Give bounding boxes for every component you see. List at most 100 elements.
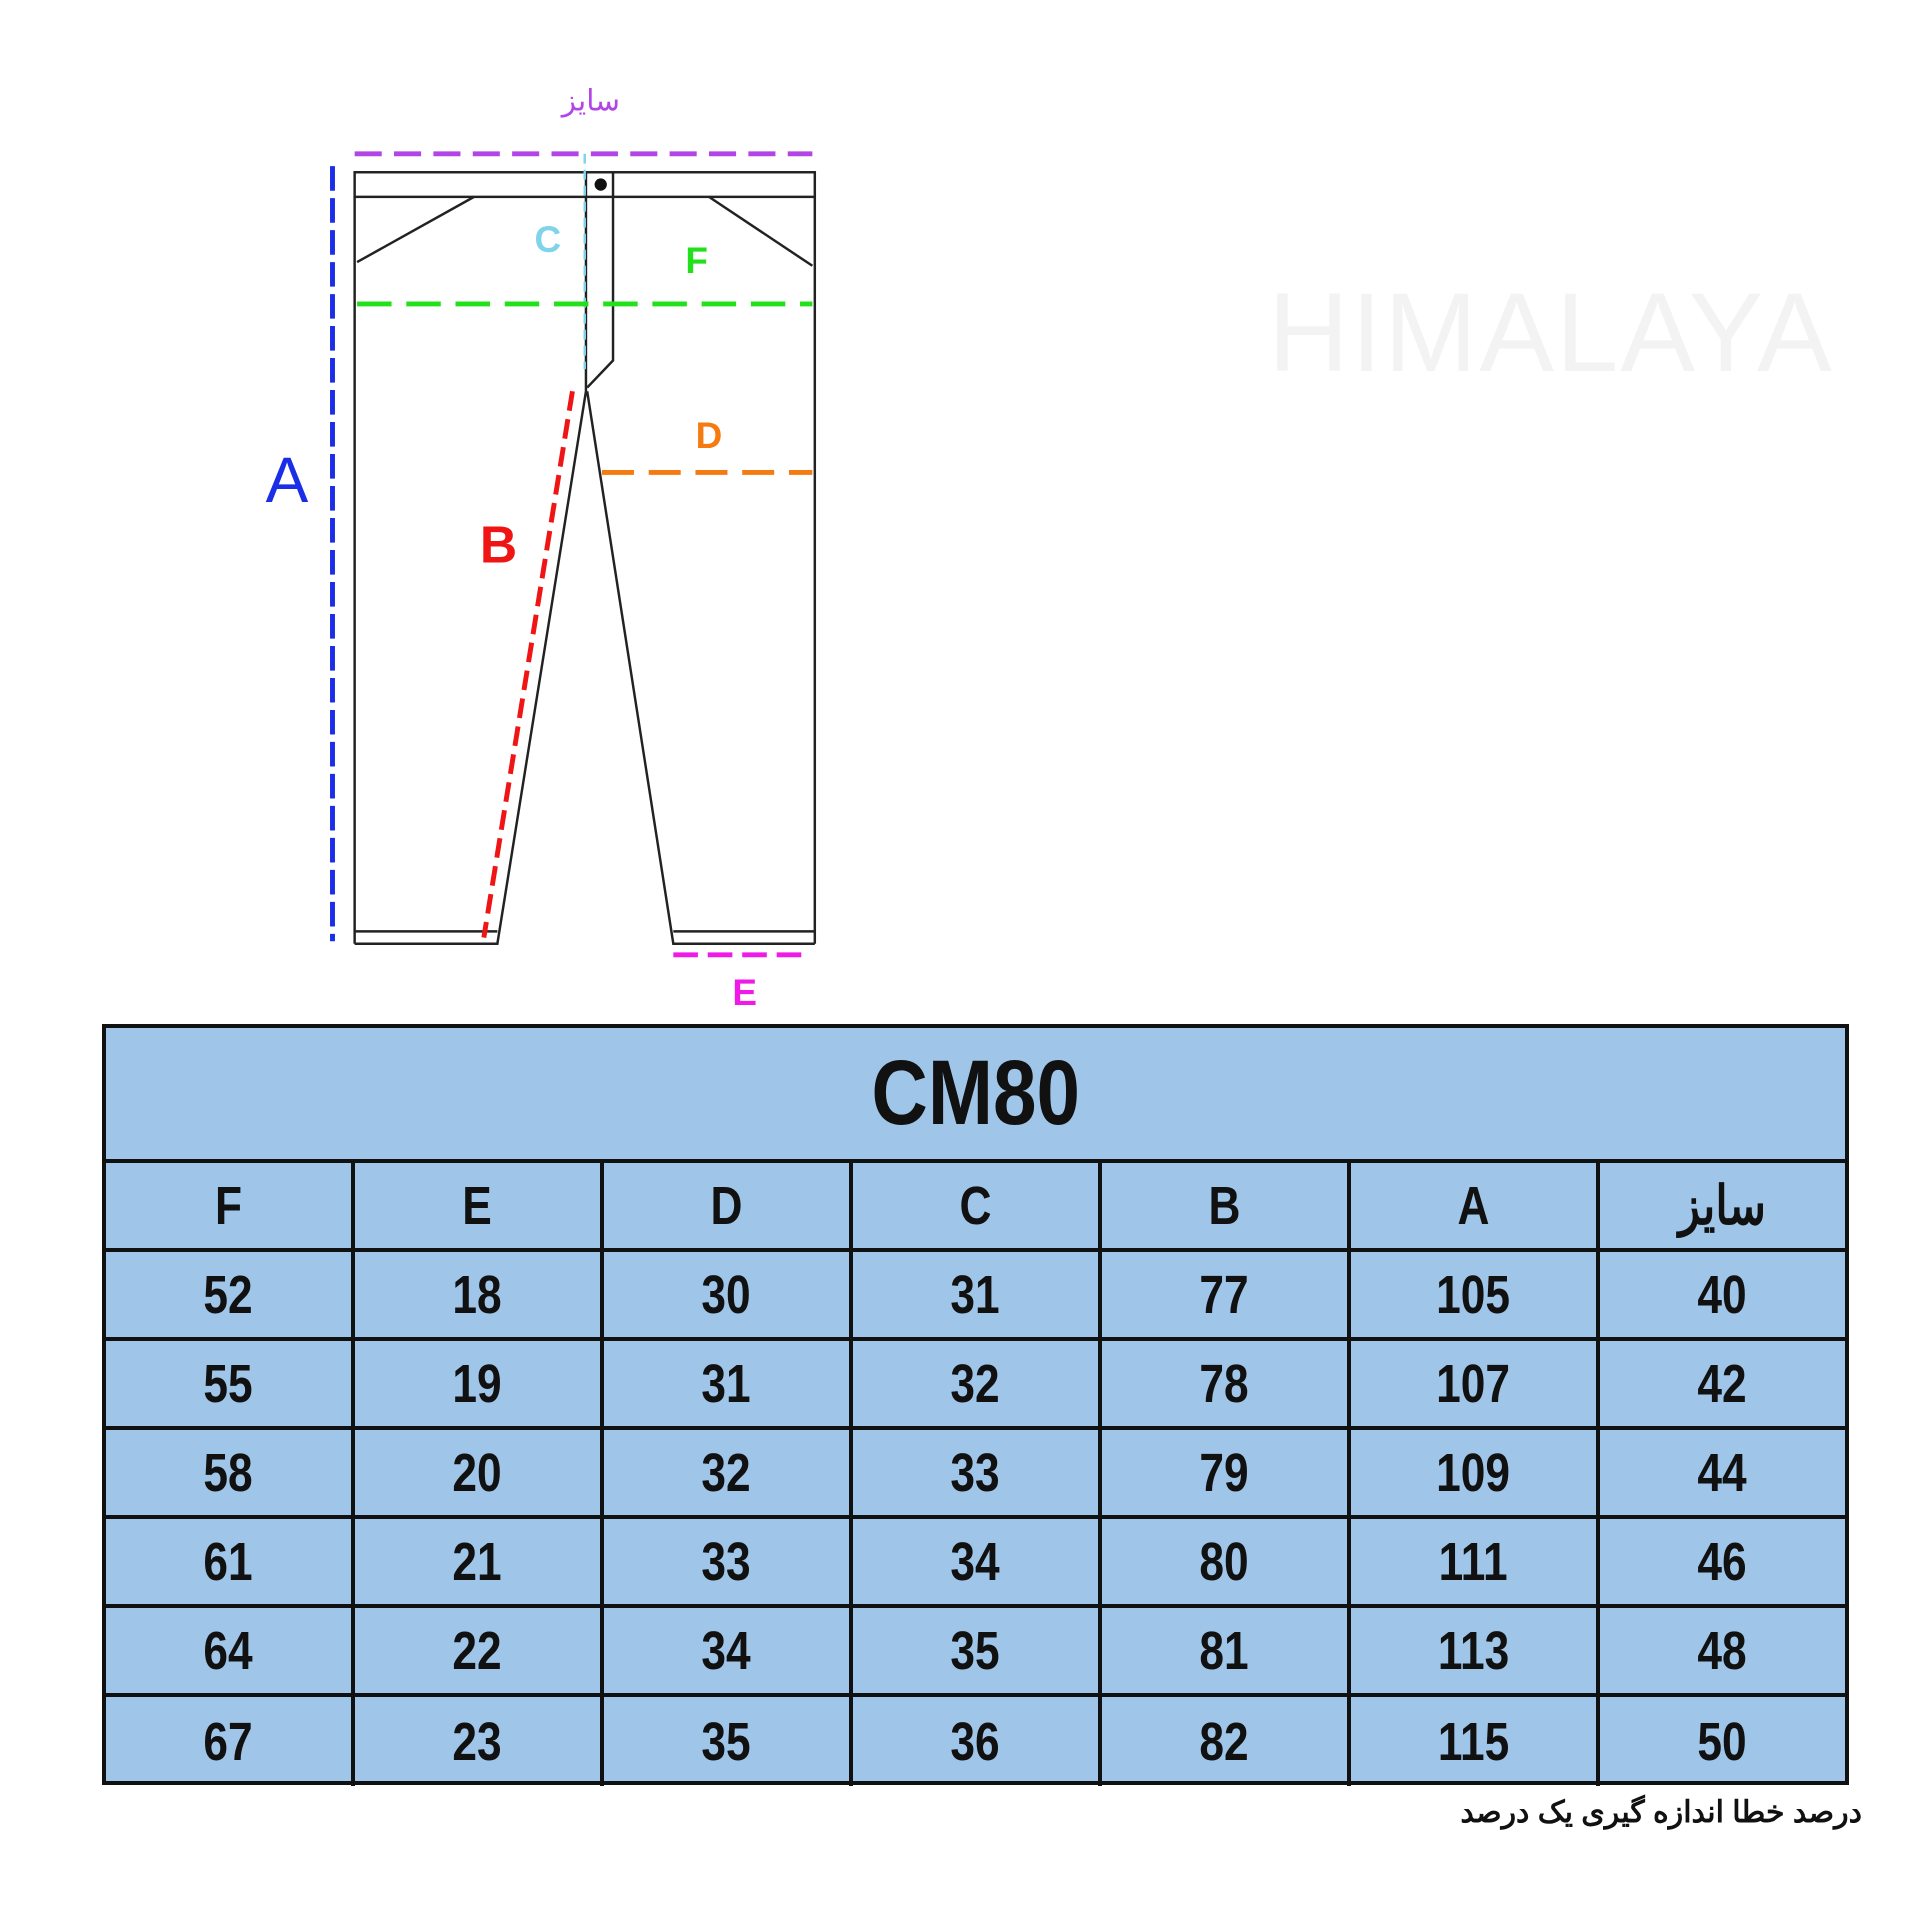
header-label: D	[710, 1175, 743, 1236]
table-cell: 107	[1351, 1341, 1600, 1426]
header-label: F	[214, 1175, 243, 1236]
header-label: A	[1457, 1175, 1490, 1236]
header-cell: سایز	[1600, 1163, 1845, 1248]
header-label: C	[959, 1175, 992, 1236]
cell-value: 46	[1697, 1531, 1748, 1592]
label-d: D	[696, 415, 723, 456]
cell-value: 48	[1697, 1620, 1748, 1681]
cell-value: 33	[701, 1531, 752, 1592]
table-row: 61 21 33 34 80 111 46	[106, 1519, 1845, 1608]
header-label: سایز	[1678, 1176, 1767, 1236]
table-cell: 82	[1102, 1697, 1351, 1786]
table-cell: 46	[1600, 1519, 1845, 1604]
label-c: C	[534, 219, 561, 260]
label-a: A	[266, 444, 309, 516]
table-cell: 33	[604, 1519, 853, 1604]
table-cell: 32	[604, 1430, 853, 1515]
button-icon	[594, 178, 607, 191]
cell-value: 81	[1199, 1620, 1250, 1681]
cell-value: 82	[1199, 1711, 1250, 1772]
cell-value: 109	[1436, 1442, 1511, 1503]
table-cell: 36	[853, 1697, 1102, 1786]
table-cell: 18	[355, 1252, 604, 1337]
header-cell: D	[604, 1163, 853, 1248]
table-cell: 77	[1102, 1252, 1351, 1337]
table-header-row: F E D C B A سایز	[106, 1163, 1845, 1252]
table-cell: 23	[355, 1697, 604, 1786]
cell-value: 21	[452, 1531, 503, 1592]
cell-value: 19	[452, 1353, 503, 1414]
b-measure-line	[481, 390, 575, 938]
table-cell: 33	[853, 1430, 1102, 1515]
table-cell: 40	[1600, 1252, 1845, 1337]
cell-value: 18	[452, 1264, 503, 1325]
header-cell: B	[1102, 1163, 1351, 1248]
table-cell: 55	[106, 1341, 355, 1426]
cell-value: 80	[1199, 1531, 1250, 1592]
table-cell: 111	[1351, 1519, 1600, 1604]
label-e: E	[732, 972, 757, 1013]
label-f: F	[685, 240, 708, 281]
measurement-error-note: درصد خطا اندازه گیری یک درصد	[1460, 1796, 1862, 1829]
table-cell: 48	[1600, 1608, 1845, 1693]
cell-value: 33	[950, 1442, 1001, 1503]
table-cell: 105	[1351, 1252, 1600, 1337]
table-row: 64 22 34 35 81 113 48	[106, 1608, 1845, 1697]
table-cell: 78	[1102, 1341, 1351, 1426]
cell-value: 20	[452, 1442, 503, 1503]
table-cell: 80	[1102, 1519, 1351, 1604]
cell-value: 34	[950, 1531, 1001, 1592]
table-cell: 81	[1102, 1608, 1351, 1693]
table-cell: 19	[355, 1341, 604, 1426]
label-b: B	[480, 515, 517, 573]
cell-value: 115	[1437, 1711, 1510, 1772]
cell-value: 79	[1199, 1442, 1250, 1503]
cell-value: 61	[203, 1531, 254, 1592]
table-cell: 64	[106, 1608, 355, 1693]
header-cell: E	[355, 1163, 604, 1248]
table-cell: 22	[355, 1608, 604, 1693]
pants-outline	[353, 171, 817, 945]
cell-value: 34	[701, 1620, 752, 1681]
table-row: 52 18 30 31 77 105 40	[106, 1252, 1845, 1341]
table-title: CM80	[106, 1028, 1845, 1163]
table-cell: 50	[1600, 1697, 1845, 1786]
table-cell: 32	[853, 1341, 1102, 1426]
header-cell: A	[1351, 1163, 1600, 1248]
cell-value: 55	[203, 1353, 254, 1414]
header-label: B	[1208, 1175, 1241, 1236]
table-cell: 35	[853, 1608, 1102, 1693]
table-row: 58 20 32 33 79 109 44	[106, 1430, 1845, 1519]
cell-value: 67	[203, 1711, 254, 1772]
table-cell: 113	[1351, 1608, 1600, 1693]
cell-value: 35	[950, 1620, 1001, 1681]
table-cell: 44	[1600, 1430, 1845, 1515]
cell-value: 36	[950, 1711, 1001, 1772]
table-cell: 52	[106, 1252, 355, 1337]
table-cell: 42	[1600, 1341, 1845, 1426]
header-label: E	[462, 1175, 493, 1236]
cell-value: 22	[452, 1620, 503, 1681]
cell-value: 31	[950, 1264, 1001, 1325]
cell-value: 32	[701, 1442, 752, 1503]
table-cell: 20	[355, 1430, 604, 1515]
table-cell: 67	[106, 1697, 355, 1786]
cell-value: 105	[1436, 1264, 1511, 1325]
table-cell: 21	[355, 1519, 604, 1604]
cell-value: 64	[203, 1620, 254, 1681]
cell-value: 42	[1697, 1353, 1748, 1414]
cell-value: 44	[1697, 1442, 1748, 1503]
table-cell: 31	[853, 1252, 1102, 1337]
table-cell: 30	[604, 1252, 853, 1337]
table-cell: 34	[604, 1608, 853, 1693]
cell-value: 77	[1199, 1264, 1250, 1325]
cell-value: 32	[950, 1353, 1001, 1414]
cell-value: 40	[1697, 1264, 1748, 1325]
table-cell: 109	[1351, 1430, 1600, 1515]
table-cell: 79	[1102, 1430, 1351, 1515]
table-cell: 58	[106, 1430, 355, 1515]
pants-measurement-diagram: سایز A B C D E F	[266, 84, 817, 1013]
table-cell: 115	[1351, 1697, 1600, 1786]
size-table: CM80 F E D C B A سایز 52 18 30 31 77 105 40 55 19 31 32 7…	[102, 1024, 1849, 1786]
